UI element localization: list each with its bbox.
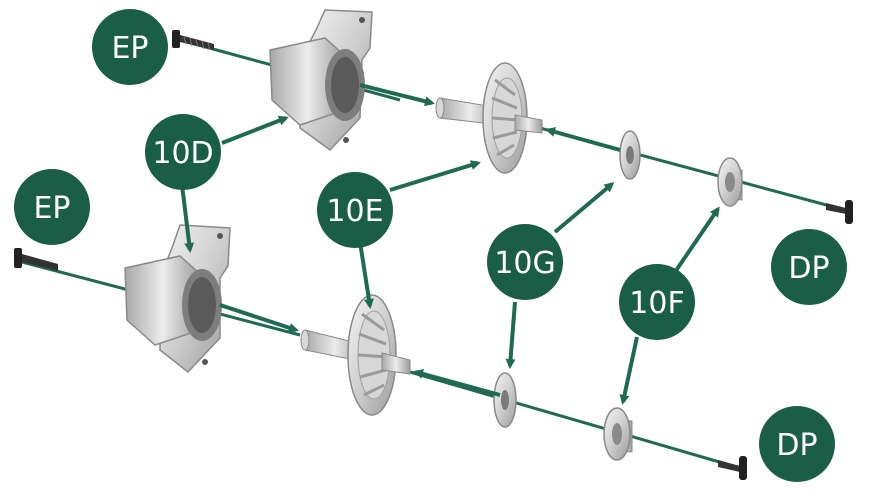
- shaft-fan-upper: [435, 62, 543, 174]
- housing-upper: [269, 9, 373, 151]
- badge-10f: 10F: [619, 264, 695, 340]
- arrow-10g-down: [505, 301, 517, 369]
- badge-ep-lower: EP: [14, 169, 90, 245]
- arrow-10e-up: [389, 160, 481, 192]
- arrow-10d-up: [221, 115, 289, 145]
- svg-text:10D: 10D: [152, 136, 213, 171]
- svg-text:DP: DP: [788, 251, 829, 286]
- housing-lower: [124, 224, 231, 374]
- badge-ep-upper: EP: [92, 9, 168, 85]
- screw-ep-lower: [14, 248, 58, 271]
- badge-10d: 10D: [145, 114, 221, 190]
- svg-text:10E: 10E: [326, 194, 383, 229]
- screw-dp-lower: [718, 456, 747, 480]
- shaft-fan-lower: [300, 294, 411, 416]
- spacer-10g-upper: [619, 130, 641, 180]
- screw-ep-upper: [172, 30, 214, 51]
- svg-text:10G: 10G: [494, 246, 555, 281]
- badge-10g: 10G: [487, 224, 563, 300]
- badge-dp-lower: DP: [759, 406, 835, 482]
- spacer-10g-lower: [493, 372, 517, 428]
- arrow-10e-down: [358, 241, 374, 309]
- arrow-10f-up: [673, 206, 720, 274]
- badge-dp-upper: DP: [771, 229, 847, 305]
- badge-10e: 10E: [317, 172, 393, 248]
- axis-line: [409, 370, 741, 470]
- bushing-10f-lower: [603, 407, 633, 461]
- arrow-10g-up: [553, 182, 615, 234]
- svg-text:EP: EP: [33, 191, 70, 226]
- svg-text:10F: 10F: [629, 286, 684, 321]
- arrow-10d-down: [180, 184, 195, 253]
- screw-dp-upper: [826, 200, 853, 224]
- arrow: [413, 369, 501, 397]
- arrow: [545, 127, 621, 152]
- arrow-10f-down: [619, 336, 639, 405]
- bushing-10f-upper: [717, 157, 743, 207]
- arrow: [359, 83, 435, 107]
- svg-text:DP: DP: [776, 428, 817, 463]
- arrow: [219, 303, 299, 333]
- svg-text:EP: EP: [111, 31, 148, 66]
